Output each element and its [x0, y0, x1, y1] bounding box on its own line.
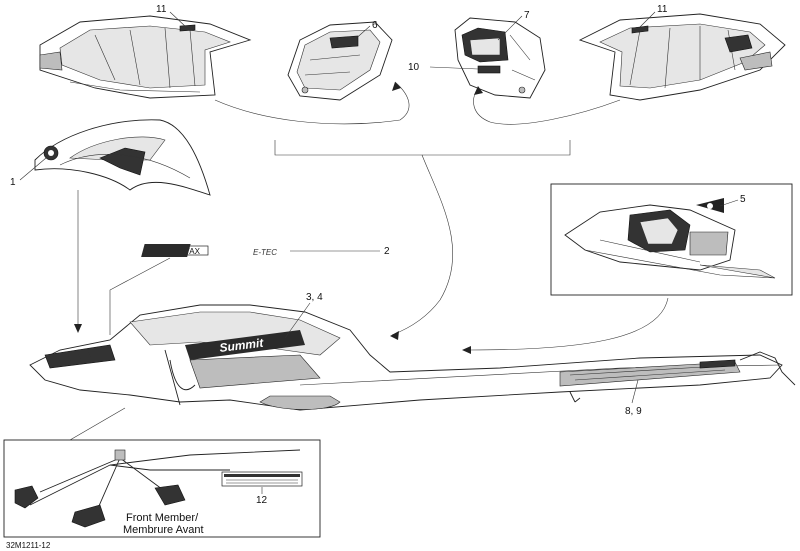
callout-6: 6: [372, 20, 378, 31]
decal-2-suffix-text: E-TEC: [253, 248, 277, 257]
callout-8-9: 8, 9: [625, 406, 642, 417]
leader-7: [497, 15, 523, 41]
leader-5: [719, 199, 739, 207]
side-vent-7: [454, 17, 546, 99]
side-vent-6: [287, 21, 393, 101]
inset-caption-line2: Membrure Avant: [123, 524, 204, 536]
side-panel-left: [39, 15, 252, 99]
side-decal-text: Summit: [219, 336, 265, 355]
arrowhead-right-panel: [474, 86, 483, 95]
decal-2-model-text: 800R: [212, 244, 241, 258]
arrowhead-inset-5: [462, 346, 471, 354]
snowmobile-body: [29, 304, 796, 411]
arrow-left-panel: [214, 81, 410, 125]
leader-11-left: [169, 11, 187, 28]
arrowhead-left-panel: [392, 82, 401, 91]
side-decal-3-4: Summit: [185, 330, 305, 360]
callout-7: 7: [524, 10, 530, 21]
inset-caption-line1: Front Member/: [126, 512, 199, 524]
leader-8-9: [631, 379, 639, 404]
arrow-inset-5: [469, 297, 669, 351]
leader-10: [429, 66, 479, 70]
leader-2-to-body: [109, 257, 171, 335]
callout-2: 2: [384, 246, 390, 257]
leader-1: [19, 157, 47, 181]
side-panel-right: [578, 13, 786, 101]
warning-label-12: [221, 471, 303, 487]
leader-6: [351, 25, 371, 43]
front-member-assembly: [14, 449, 301, 528]
decal-5: [696, 198, 724, 213]
drawing-code: 32M1211-12: [6, 541, 51, 550]
leader-3-4: [284, 302, 311, 339]
decal-2: ROTAX 800R E-TEC: [141, 244, 277, 258]
console-5: [564, 204, 776, 279]
arrowhead-bracket: [390, 331, 399, 340]
callout-3-4: 3, 4: [306, 292, 323, 303]
callout-12: 12: [256, 495, 268, 506]
arrowhead-hood: [74, 324, 82, 333]
hood-1: [34, 119, 211, 196]
leader-body-to-inset: [69, 407, 126, 441]
callout-11-left: 11: [156, 4, 167, 15]
arrow-bracket-to-body: [391, 154, 454, 336]
bracket-top: [274, 140, 571, 156]
leader-11-right: [639, 11, 656, 28]
callout-5: 5: [740, 194, 746, 205]
callout-10: 10: [408, 62, 420, 73]
callout-11-right: 11: [657, 4, 668, 15]
callout-1: 1: [10, 177, 16, 188]
arrow-right-panel: [473, 87, 621, 125]
